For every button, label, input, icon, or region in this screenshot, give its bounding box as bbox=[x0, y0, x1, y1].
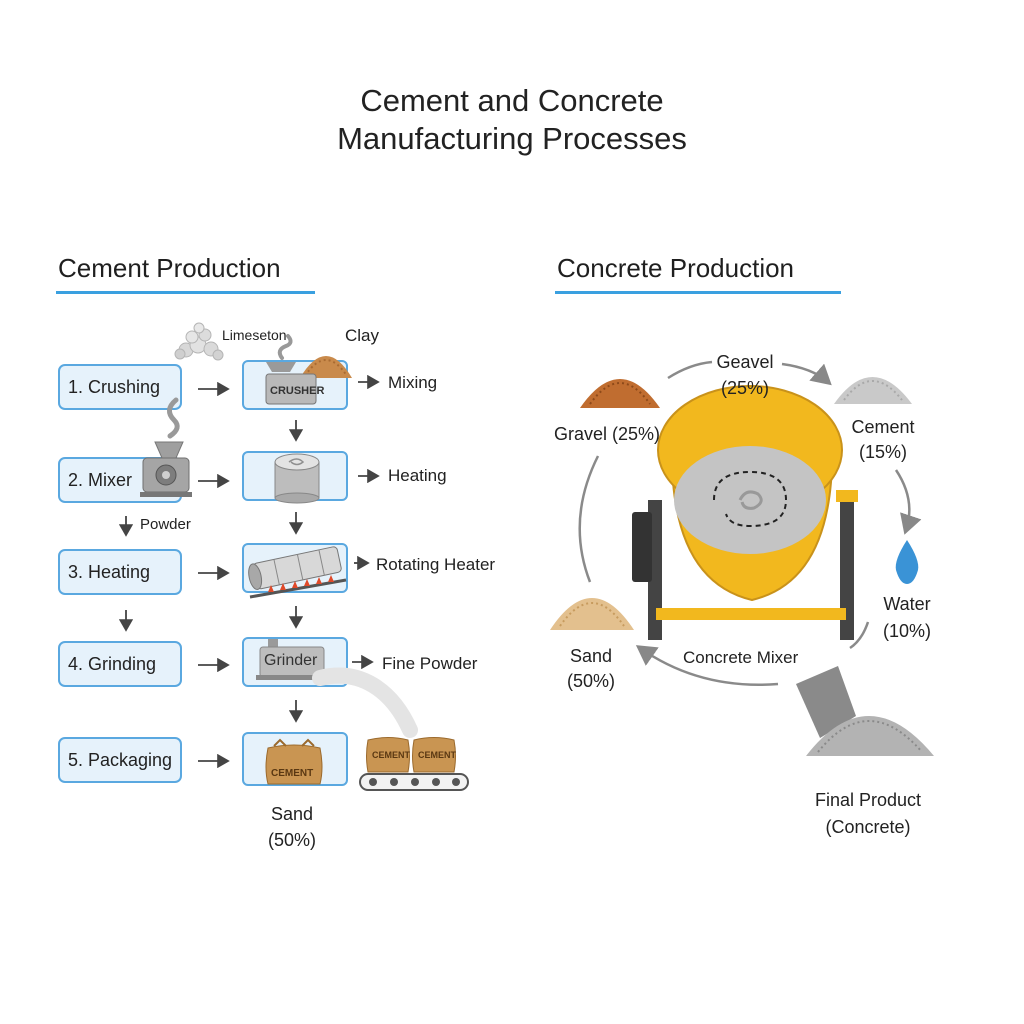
concrete-section-heading: Concrete Production bbox=[557, 253, 795, 283]
concrete-sand-label: Sand bbox=[569, 646, 613, 666]
grinder-text: Grinder bbox=[264, 652, 318, 669]
geavel-pct: (25%) bbox=[720, 378, 769, 398]
step-packaging-label: 5. Packaging bbox=[68, 749, 173, 770]
step-crushing: 1. Crushing bbox=[58, 364, 182, 410]
concrete-mixer-label: Concrete Mixer bbox=[683, 648, 799, 667]
mixing-label: Mixing bbox=[388, 373, 438, 392]
flow-arrow-right bbox=[894, 469, 922, 535]
powder-label: Powder bbox=[140, 516, 191, 533]
flow-arrow-top-right bbox=[781, 362, 832, 386]
step-heating: 3. Heating bbox=[58, 549, 182, 595]
bag-text: CEMENT bbox=[271, 768, 314, 779]
sand-pile-icon bbox=[550, 598, 634, 630]
grinder-icon bbox=[256, 639, 328, 680]
final-product-sublabel: (Concrete) bbox=[825, 817, 911, 837]
concrete-mixer-icon bbox=[632, 385, 858, 640]
step-grinding: 4. Grinding bbox=[58, 641, 182, 687]
geavel-label: Geavel bbox=[716, 352, 774, 372]
clay-pile-icon bbox=[300, 356, 352, 378]
heating-cylinder-icon bbox=[274, 453, 320, 504]
rotating-kiln-icon bbox=[248, 546, 347, 599]
powder-stream bbox=[312, 667, 418, 738]
limestone-pile-icon bbox=[174, 322, 224, 361]
flow-arrow-left bbox=[578, 455, 600, 583]
fine-powder-label: Fine Powder bbox=[382, 654, 478, 673]
rotating-heater-label: Rotating Heater bbox=[376, 555, 496, 574]
flow-arrow-top-left bbox=[667, 360, 713, 380]
cement-section-heading: Cement Production bbox=[58, 253, 281, 283]
gravel-pile-icon bbox=[580, 379, 660, 408]
water-drop-icon bbox=[895, 540, 919, 584]
step-grinding-label: 4. Grinding bbox=[68, 653, 157, 674]
cement-sand-label: Sand bbox=[270, 804, 314, 824]
crusher-text: CRUSHER bbox=[270, 385, 325, 397]
cement-label: Cement bbox=[851, 417, 915, 437]
concrete-sand-pct: (50%) bbox=[566, 671, 615, 691]
water-label: Water bbox=[883, 594, 931, 614]
water-pct: (10%) bbox=[882, 621, 931, 641]
cement-sand-pct: (50%) bbox=[267, 830, 316, 850]
concrete-heading-underline bbox=[555, 291, 841, 294]
mixer-machine-icon bbox=[140, 397, 192, 497]
flow-arrow-right-bottom bbox=[849, 621, 870, 650]
step-crushing-label: 1. Crushing bbox=[68, 376, 161, 397]
step-heating-label: 3. Heating bbox=[68, 561, 151, 582]
conveyor-belt-icon bbox=[359, 737, 469, 791]
final-concrete-pile-icon bbox=[796, 666, 934, 756]
cement-bag-icon bbox=[265, 738, 323, 785]
cement-pct: (15%) bbox=[858, 442, 907, 462]
final-product-label: Final Product bbox=[814, 790, 922, 810]
step-mixer-label: 2. Mixer bbox=[68, 469, 133, 490]
page-title-line1: Cement and Concrete bbox=[360, 83, 664, 118]
heating-label: Heating bbox=[388, 466, 447, 485]
cement-pile-icon bbox=[834, 377, 912, 404]
conveyor-bag-text-2: CEMENT bbox=[418, 750, 456, 760]
page-title-line2: Manufacturing Processes bbox=[337, 121, 687, 156]
step-packaging: 5. Packaging bbox=[58, 737, 182, 783]
limestone-label: Limeseton bbox=[222, 327, 287, 343]
flow-arrow-bottom bbox=[635, 645, 779, 686]
cement-heading-underline bbox=[56, 291, 315, 294]
crusher-icon bbox=[265, 334, 317, 405]
clay-label: Clay bbox=[345, 326, 380, 345]
gravel-label: Gravel (25%) bbox=[554, 424, 661, 444]
conveyor-bag-text-1: CEMENT bbox=[372, 750, 410, 760]
